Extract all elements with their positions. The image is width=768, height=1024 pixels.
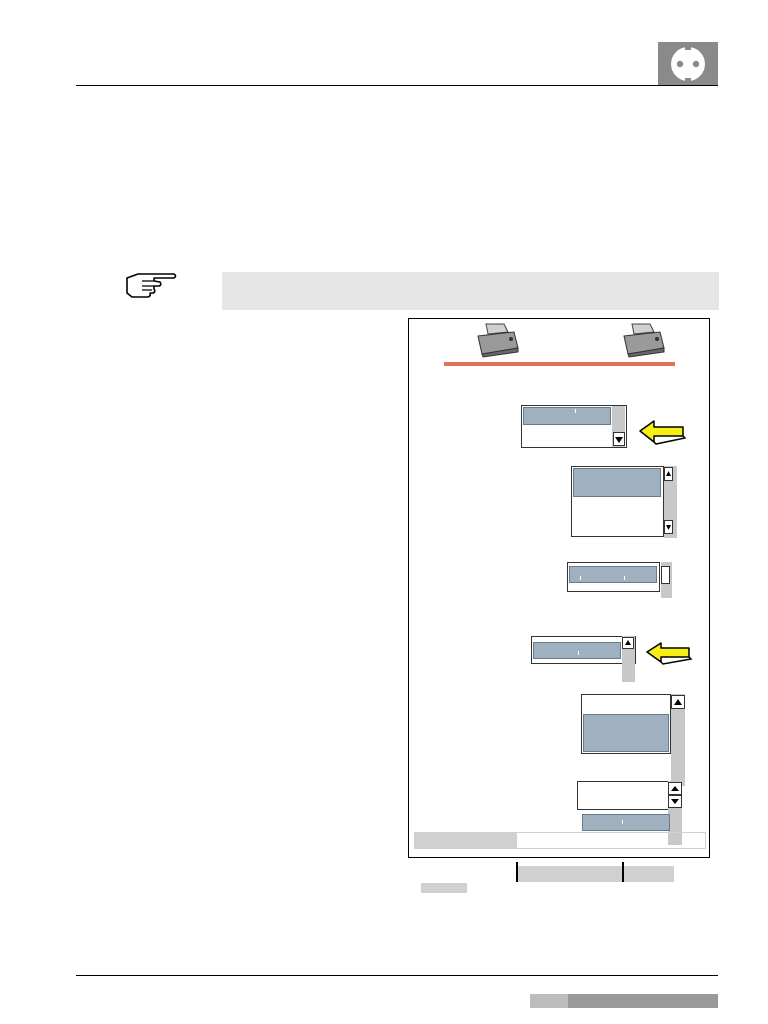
note-pointer [124,268,178,305]
plug-socket-icon [671,45,705,83]
printer-right [620,322,666,363]
listbox-1-selected-item[interactable] [523,407,611,425]
yellow-arrow-left-icon [639,420,687,445]
small-gray-block [421,883,467,893]
listbox-1-scroll-down-button[interactable] [613,432,625,446]
listbox-2-selected-item[interactable] [573,468,661,497]
listbox-6-scroll-up-button[interactable] [668,782,682,795]
printer-left [474,322,520,363]
listbox-6-scroll-down-button[interactable] [668,795,682,808]
arrow-down-icon [615,437,623,443]
accent-line [444,362,675,366]
arrow-up-icon [674,699,682,705]
listbox-3-tick-b [624,576,625,580]
listbox-4-scroll-up-button[interactable] [622,637,634,649]
arrow-up-icon [671,786,679,791]
footer-bar [530,994,718,1008]
printer-icon [623,323,665,358]
footer-rule [76,975,718,976]
printer-icon [477,323,519,358]
arrow-down-icon [666,525,671,530]
yellow-arrow-left-icon [646,642,693,665]
listbox-1-tick [575,409,576,413]
listbox-6-selected-item[interactable] [582,814,670,831]
strip-divider-1 [516,862,518,882]
arrow-up-icon [625,640,631,645]
pointing-hand-icon [126,273,177,298]
listbox-4-tick [578,651,579,655]
listbox-6[interactable] [577,781,669,810]
status-bar-segment-1 [414,832,516,849]
header-rule [76,85,718,86]
arrow-indicator-2 [645,640,693,671]
listbox-3-selected-item[interactable] [569,566,657,583]
strip-segment-1 [518,866,622,882]
listbox-5-scroll-up-button[interactable] [671,695,685,709]
listbox-2-scroll-down-button[interactable] [664,520,673,534]
arrow-indicator-1 [638,418,687,451]
listbox-5-selected-item[interactable] [583,714,669,752]
listbox-5-scrollbar[interactable] [671,694,685,786]
arrow-down-icon [671,799,679,804]
listbox-6-tick [622,820,623,824]
strip-divider-2 [622,862,624,882]
listbox-3-scroll-buttons[interactable] [661,566,670,584]
arrow-up-icon [666,471,671,476]
strip-segment-2 [624,866,674,882]
note-banner [222,272,719,310]
status-bar-segment-2 [516,832,706,849]
listbox-2-scroll-up-button[interactable] [664,467,673,481]
listbox-4-selected-item[interactable] [533,642,621,659]
footer-bar-tab [530,994,568,1008]
socket-logo [658,42,718,86]
listbox-3-tick-a [580,576,581,580]
